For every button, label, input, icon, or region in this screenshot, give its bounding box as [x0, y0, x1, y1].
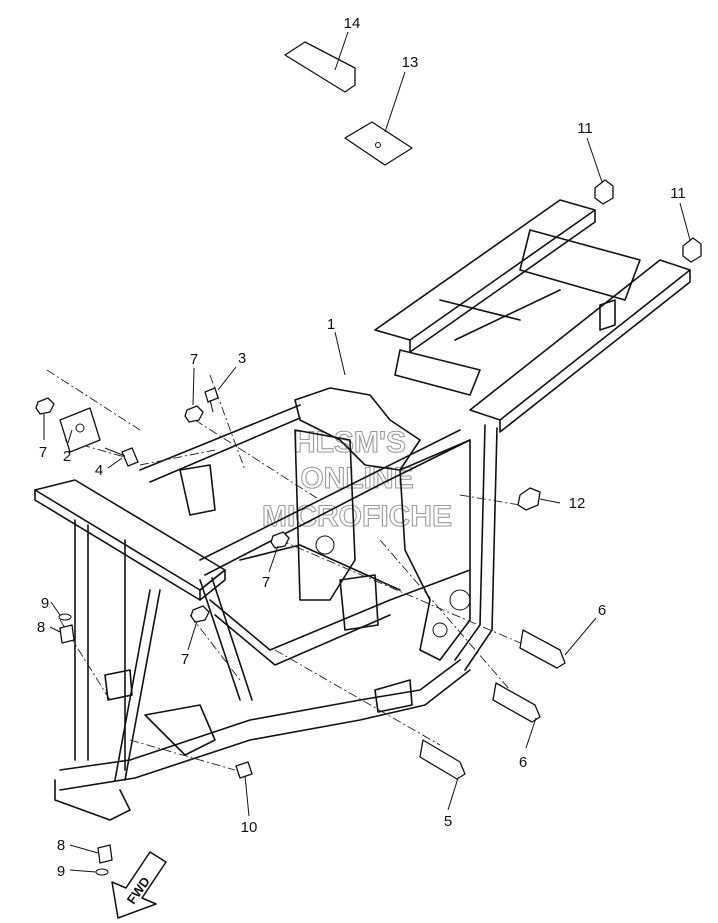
callout-8-a: 8 [37, 619, 45, 636]
part-9-ring-b [95, 868, 109, 876]
part-3-bolt [204, 387, 219, 403]
callout-11-b: 11 [670, 185, 686, 202]
callout-8-b: 8 [57, 837, 65, 854]
callout-5: 5 [444, 813, 452, 830]
part-5-bolt [419, 739, 466, 780]
part-7-nut-a [35, 397, 55, 415]
part-8-collar-a [59, 624, 75, 644]
part-7-nut-c [270, 531, 290, 549]
part-12-clip [517, 487, 541, 511]
part-6-bolt-b [492, 682, 541, 723]
part-8-collar-b [97, 844, 113, 864]
watermark-line-2: ONLINE [300, 462, 413, 495]
assembly-lines [46, 369, 561, 771]
callout-7-c: 7 [262, 574, 270, 591]
watermark-line-3: MICROFICHE [262, 500, 452, 533]
callout-6-b: 6 [519, 754, 527, 771]
callout-13: 13 [402, 54, 419, 71]
callout-10: 10 [241, 819, 258, 836]
forward-arrow-icon: FWD [111, 851, 167, 919]
callout-1: 1 [327, 316, 335, 333]
part-14-cover [284, 41, 356, 93]
callout-4: 4 [95, 462, 103, 479]
part-7-nut-b [184, 405, 204, 423]
callout-11-a: 11 [577, 120, 593, 137]
leader-lines [43, 31, 691, 873]
part-10-bolt [235, 761, 253, 779]
part-4-bolt [121, 447, 139, 467]
part-11-cap-b [682, 237, 702, 263]
callout-2: 2 [63, 448, 71, 465]
small-parts [35, 41, 702, 876]
part-2-bracket [59, 407, 101, 453]
callout-12: 12 [569, 495, 586, 512]
callout-7-d: 7 [181, 651, 189, 668]
part-7-nut-d [190, 605, 210, 623]
callout-labels: 14 13 11 11 1 3 7 7 2 4 12 7 9 6 8 7 6 5… [37, 15, 686, 880]
part-11-cap-a [594, 179, 614, 205]
callout-7-b: 7 [190, 351, 198, 368]
callout-9-a: 9 [41, 595, 49, 612]
callout-6-a: 6 [598, 602, 606, 619]
callout-14: 14 [344, 15, 361, 32]
part-6-bolt-a [519, 629, 566, 669]
callout-9-b: 9 [57, 863, 65, 880]
callout-7-a: 7 [39, 444, 47, 461]
part-9-ring-a [58, 613, 72, 621]
callout-3: 3 [238, 350, 246, 367]
watermark: HLSM'S ONLINE MICROFICHE [261, 425, 452, 533]
part-13-plate [344, 121, 413, 166]
main-frame [34, 199, 691, 821]
